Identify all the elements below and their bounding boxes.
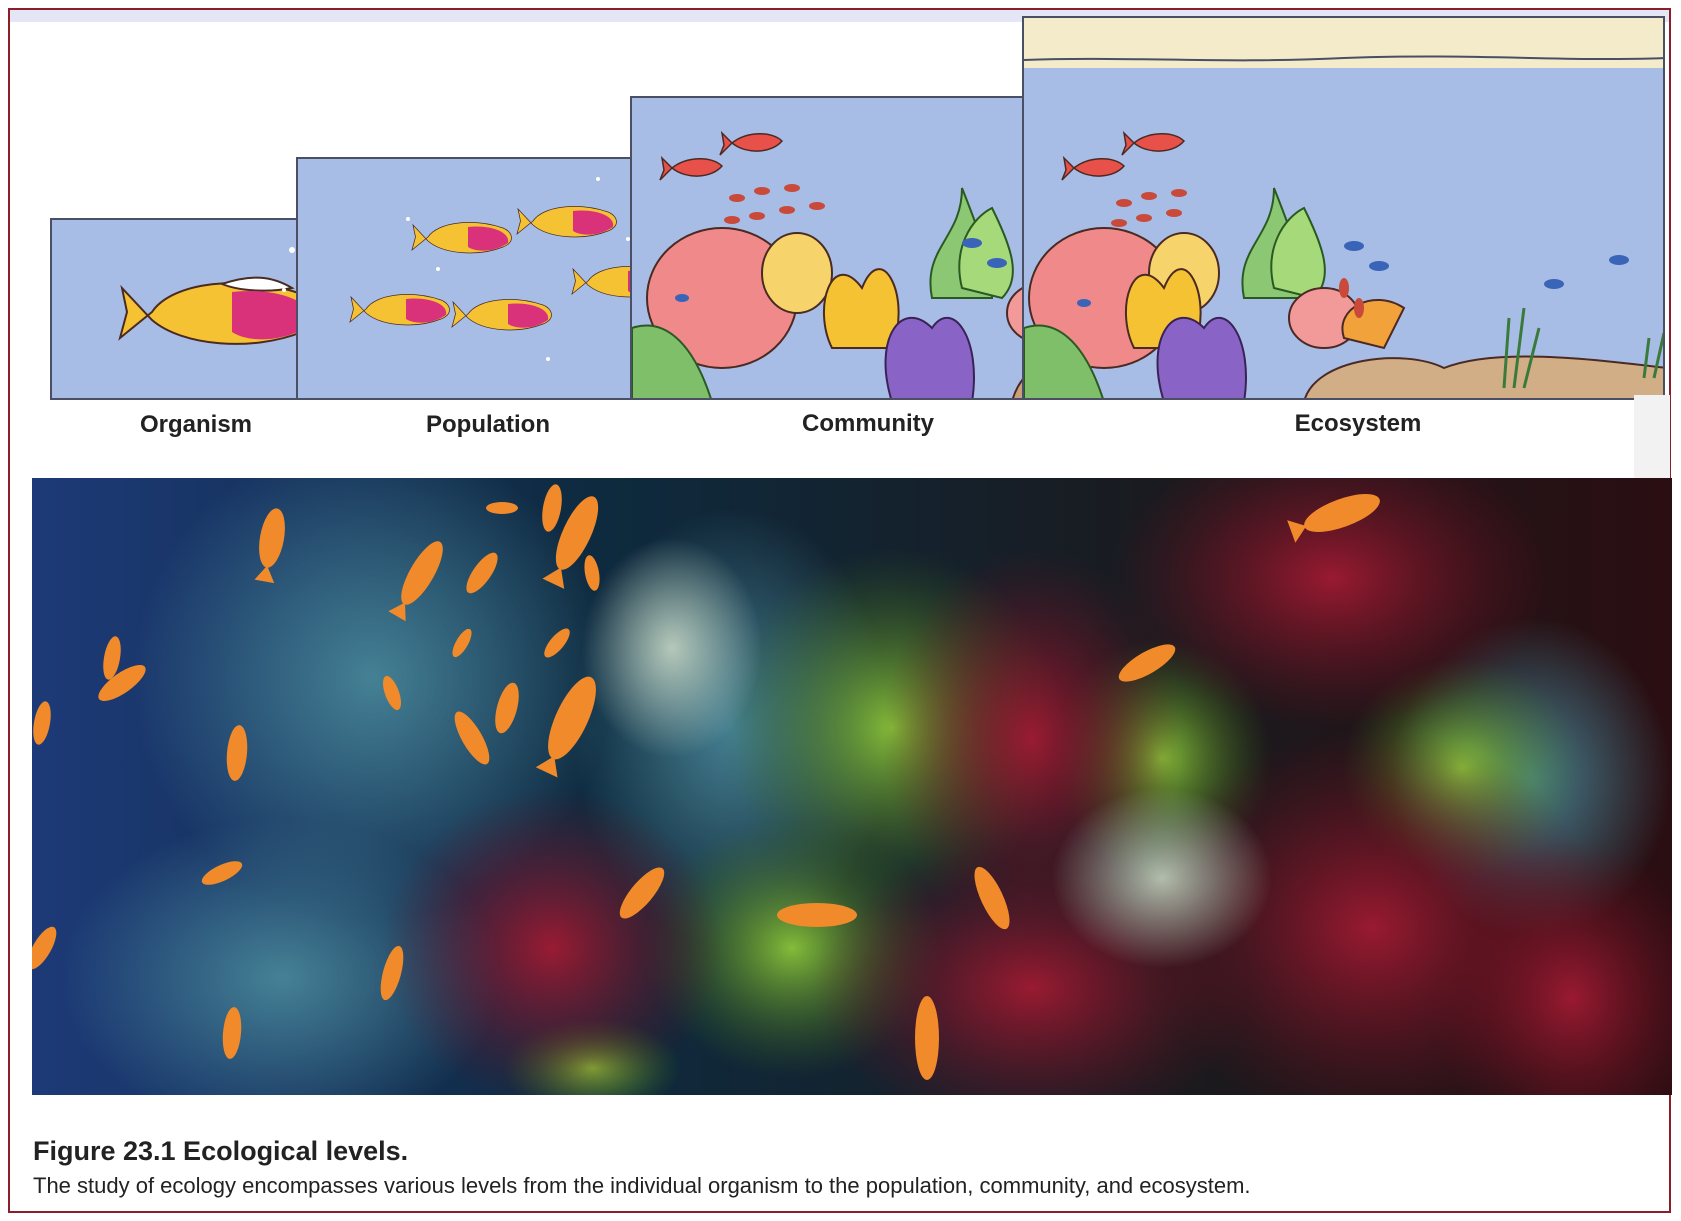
label-population: Population bbox=[338, 411, 638, 439]
fish-icon bbox=[350, 206, 671, 329]
ecosystem-panel bbox=[1022, 16, 1665, 400]
figure-caption-title: Figure 23.1 Ecological levels. bbox=[33, 1136, 408, 1167]
page-edge-scan-artifact bbox=[1634, 395, 1670, 485]
figure-caption-text: The study of ecology encompasses various… bbox=[33, 1173, 1251, 1199]
coral-reef-photo bbox=[32, 478, 1672, 1095]
label-community: Community bbox=[718, 410, 1018, 438]
ecosystem-illustration bbox=[1024, 18, 1665, 400]
sky-band bbox=[1024, 18, 1665, 68]
coral-reef-image bbox=[32, 478, 1672, 1095]
population-illustration bbox=[298, 159, 683, 400]
fish-icon bbox=[120, 278, 319, 344]
fish-icon bbox=[660, 133, 782, 180]
fish-icon bbox=[1062, 133, 1184, 180]
population-panel bbox=[296, 157, 683, 400]
label-ecosystem: Ecosystem bbox=[1208, 410, 1508, 438]
label-organism: Organism bbox=[46, 411, 346, 439]
